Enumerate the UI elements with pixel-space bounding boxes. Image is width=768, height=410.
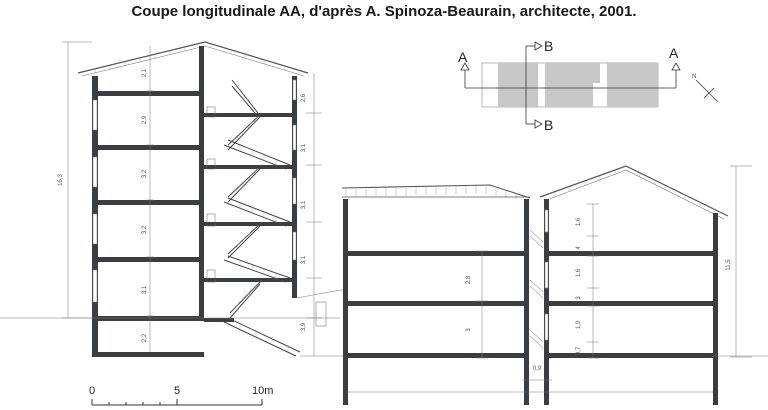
right-roof (539, 165, 729, 217)
left-roof (77, 41, 309, 74)
staircase (223, 79, 301, 357)
north-label: N (692, 74, 696, 80)
right-height-label: 3 (466, 328, 472, 332)
middle-floor-slabs (343, 251, 529, 358)
section-label-b-bottom: B (544, 117, 553, 133)
middle-roof (341, 184, 531, 199)
left-dimension-ticks (146, 90, 322, 319)
floor-height-label: 3,2 (142, 225, 148, 234)
right-height-label: 2,8 (466, 275, 472, 284)
section-label-a-right: A (669, 45, 679, 61)
left-floor-slabs (92, 91, 296, 357)
stair-height-label: 3,1 (301, 255, 307, 264)
section-label-b-top: B (544, 38, 553, 54)
right-building-section (341, 165, 729, 405)
left-building-section (0, 41, 345, 357)
scale-bar: 0 5 10m (89, 385, 273, 406)
scale-label-0: 0 (89, 385, 95, 397)
drawing-title: Coupe longitudinale AA, d'après A. Spino… (131, 3, 637, 20)
floor-height-label: 3,2 (142, 169, 148, 178)
stair-height-labels: 2,6 3,1 3,1 3,1 3,9 (301, 93, 307, 331)
right-dimensions (348, 165, 768, 393)
stair-height-label: 2,6 (301, 93, 307, 102)
floor-height-label: 3,1 (142, 285, 148, 294)
floor-height-label: 2,1 (142, 68, 148, 77)
scale-label-5: 5 (174, 385, 180, 397)
right-floor-slabs (544, 251, 718, 358)
right-right-wall (713, 213, 718, 405)
stair-height-label: 3,9 (301, 322, 307, 331)
scale-label-10m: 10m (252, 385, 273, 397)
stair-height-label: 3,1 (301, 200, 307, 209)
right-height-label: 3 (576, 296, 582, 300)
right-height-label: 1,9 (576, 320, 582, 329)
right-height-labels: 2,8 3 1,6 4 1,6 3 1,9 0,7 11,5 0,9 (466, 217, 732, 372)
overall-height-left: 16,3 (58, 174, 64, 186)
section-label-a-left: A (458, 49, 468, 65)
north-arrow-icon: N (692, 74, 719, 103)
stair-height-label: 3,1 (301, 143, 307, 152)
key-plan: A A B B N (458, 38, 719, 133)
right-height-label: 1,6 (576, 217, 582, 226)
gap-width-label: 0,9 (533, 366, 542, 372)
floor-height-labels: 2,1 2,9 3,2 3,2 3,1 2,2 (142, 68, 148, 342)
right-height-label: 0,7 (576, 346, 582, 355)
right-height-label: 1,6 (576, 268, 582, 277)
floor-height-label: 2,2 (142, 333, 148, 342)
left-interior-wall (199, 46, 204, 318)
right-height-label: 4 (576, 246, 582, 250)
floor-height-label: 2,9 (142, 115, 148, 124)
overall-height-right: 11,5 (726, 259, 732, 271)
left-dimensions (62, 41, 315, 356)
